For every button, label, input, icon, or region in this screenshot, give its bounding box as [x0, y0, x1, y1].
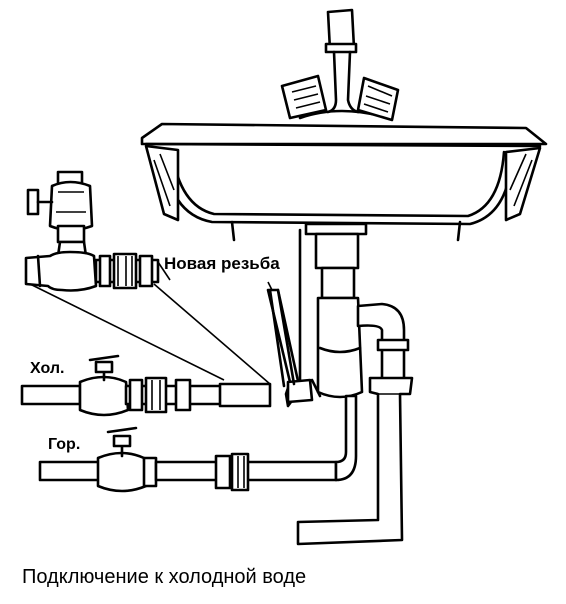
cold-line: [20, 354, 272, 417]
thread-callout-lines: [29, 261, 271, 385]
faucet: [280, 8, 400, 122]
cold-water-label: Хол.: [30, 360, 65, 377]
drain-trap: [296, 222, 414, 546]
hot-line: [38, 394, 358, 493]
right-valve-handle-icon: [356, 76, 400, 122]
sink-basin: [140, 122, 548, 242]
new-thread-label: Новая резьба: [164, 254, 280, 273]
hot-water-label: Гор.: [48, 436, 81, 453]
figure-caption: Подключение к холодной воде: [22, 566, 307, 588]
new-thread-leader: [267, 281, 273, 291]
cold-connector: [266, 228, 322, 408]
cold-valve-assembly: [24, 170, 160, 292]
